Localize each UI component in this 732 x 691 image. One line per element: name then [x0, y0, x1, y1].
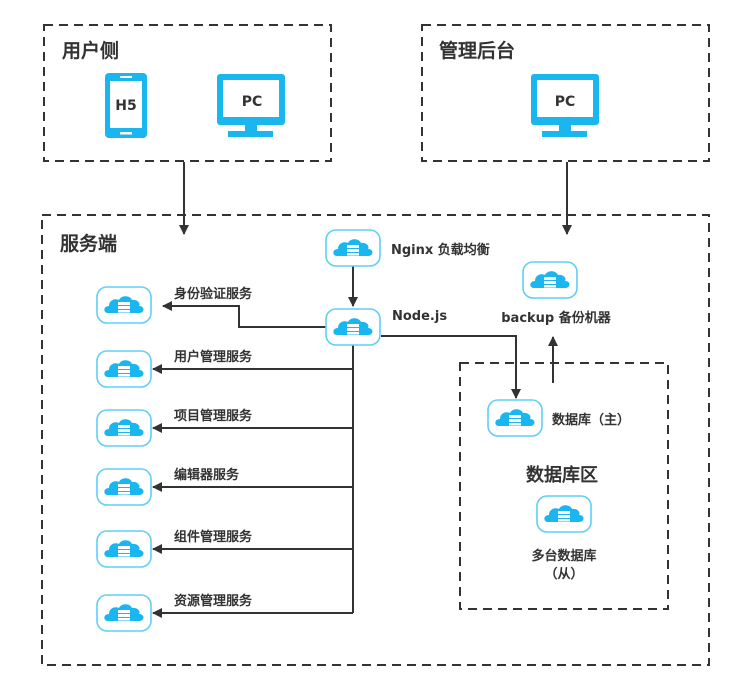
mobile-phone-icon[interactable] — [105, 73, 147, 138]
service-project-mgmt[interactable]: 项目管理服务 — [96, 408, 253, 447]
service-auth[interactable]: 身份验证服务 — [96, 286, 253, 324]
cloud-server-icon — [487, 399, 543, 437]
service-label: 组件管理服务 — [174, 529, 253, 545]
monitor-icon[interactable] — [217, 74, 285, 137]
node-nodejs[interactable]: Node.js — [325, 308, 447, 346]
zone-border — [41, 214, 710, 666]
node-label-db-slaves-1: 多台数据库 — [531, 548, 596, 564]
cloud-server-icon — [96, 409, 152, 447]
edge-nodejs-to-auth — [162, 301, 326, 328]
device-label-pc-user: PC — [242, 94, 263, 110]
node-label-nodejs: Node.js — [392, 309, 447, 324]
zone-admin: 管理后台 PC — [421, 24, 710, 162]
cloud-server-icon — [96, 530, 152, 568]
cloud-server-icon — [96, 594, 152, 632]
zone-title-admin: 管理后台 — [439, 39, 515, 62]
service-user-mgmt[interactable]: 用户管理服务 — [96, 349, 253, 388]
cloud-server-icon — [325, 308, 381, 346]
service-editor[interactable]: 编辑器服务 — [96, 467, 240, 506]
zone-database: 数据库区 — [459, 362, 669, 610]
zone-title-database: 数据库区 — [526, 464, 598, 486]
service-label: 编辑器服务 — [174, 467, 240, 483]
zone-border — [421, 24, 710, 162]
service-label: 身份验证服务 — [174, 286, 253, 302]
node-nginx[interactable]: Nginx 负载均衡 — [325, 229, 490, 267]
node-label-nginx: Nginx 负载均衡 — [391, 242, 490, 258]
edges — [152, 162, 572, 618]
cloud-server-icon — [96, 468, 152, 506]
edge-nodejs-to-db-master — [381, 335, 521, 399]
zone-border — [459, 362, 669, 610]
zone-border — [43, 24, 332, 162]
cloud-server-icon — [96, 286, 152, 324]
cloud-server-icon — [536, 495, 592, 533]
node-db-master[interactable]: 数据库（主） — [487, 399, 630, 437]
node-label-db-master: 数据库（主） — [552, 412, 630, 428]
node-db-slaves[interactable]: 多台数据库 （从） — [531, 495, 597, 582]
service-resource-mgmt[interactable]: 资源管理服务 — [96, 593, 253, 632]
service-label: 资源管理服务 — [174, 593, 253, 609]
cloud-server-icon — [96, 350, 152, 388]
device-label-pc-admin: PC — [555, 94, 576, 110]
device-label-h5: H5 — [115, 98, 136, 114]
zone-user-side: 用户侧 H5 PC — [43, 24, 332, 162]
zone-title-user-side: 用户侧 — [62, 39, 119, 62]
node-label-db-slaves-2: （从） — [544, 566, 583, 582]
service-label: 用户管理服务 — [173, 349, 253, 365]
zone-title-server: 服务端 — [60, 232, 117, 255]
service-label: 项目管理服务 — [174, 408, 253, 424]
service-component-mgmt[interactable]: 组件管理服务 — [96, 529, 253, 568]
node-label-backup: backup 备份机器 — [501, 310, 612, 326]
cloud-server-icon — [522, 261, 578, 299]
cloud-server-icon — [325, 229, 381, 267]
node-backup[interactable]: backup 备份机器 — [501, 261, 612, 326]
monitor-icon[interactable] — [531, 74, 599, 137]
zone-server: 服务端 — [41, 214, 710, 666]
